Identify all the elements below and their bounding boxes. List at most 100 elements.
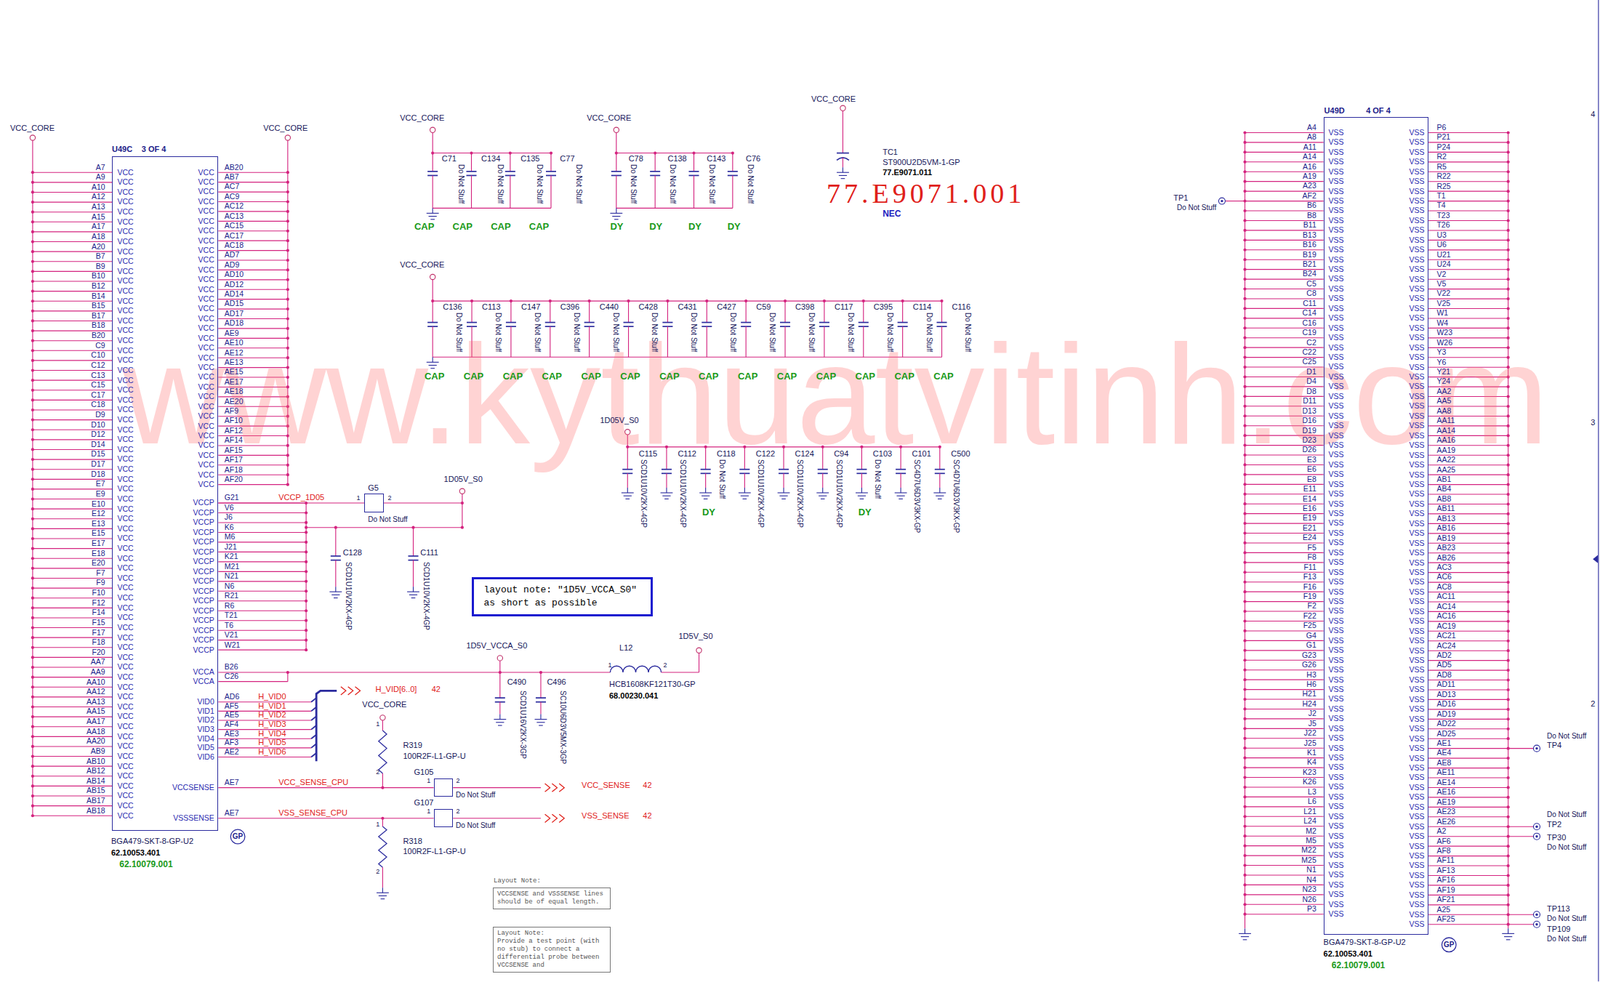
junction-dot <box>1243 502 1246 506</box>
pin-function: VCC <box>117 465 134 474</box>
pin-function: VSS <box>1409 441 1425 450</box>
pin-function: VSS <box>1409 656 1425 665</box>
pin-number: B13 <box>1302 231 1317 240</box>
pin-number: A8 <box>1307 133 1317 142</box>
pin-function: VCCP <box>193 528 215 537</box>
part-label: TP113 <box>1546 905 1571 914</box>
pin-function: VCC <box>117 168 134 177</box>
junction-dot <box>31 745 35 749</box>
pin-number: 1 <box>426 777 431 785</box>
pin-function: VSS <box>1328 636 1345 645</box>
junction-dot <box>1506 141 1510 144</box>
pin-function: VCC <box>198 480 215 489</box>
node-heading: U49C <box>111 145 133 154</box>
stuff-option: CAP <box>490 221 511 232</box>
wire <box>662 495 671 497</box>
wire <box>627 473 629 488</box>
pin-number: A9 <box>95 173 106 182</box>
pin-number: B6 <box>1307 201 1317 210</box>
pin-function: VSS <box>1409 793 1425 802</box>
pin-function: VSS <box>1328 519 1345 528</box>
pin-number: A16 <box>1302 162 1317 171</box>
junction-dot <box>1506 727 1510 731</box>
pin-function: VSS <box>1409 577 1425 586</box>
part-label: 2 <box>1590 700 1595 709</box>
junction-dot <box>1506 532 1510 536</box>
part-label: TP4 <box>1546 741 1562 750</box>
pin-function: VCCP <box>193 577 215 586</box>
part-label: C76 <box>745 154 761 163</box>
wire <box>823 300 825 323</box>
test-point <box>1533 911 1540 919</box>
junction-dot <box>692 151 695 155</box>
pin-number: 2 <box>375 868 380 876</box>
junction-dot <box>286 239 290 243</box>
pin-number: AE18 <box>224 387 244 396</box>
junction-dot <box>1243 209 1246 213</box>
net-label: H_VID5 <box>258 738 287 747</box>
wire <box>287 671 611 673</box>
wire <box>549 300 551 323</box>
pin-function: VSS <box>1328 900 1345 909</box>
pin-function: VSS <box>1328 676 1345 685</box>
part-value: SCD1U10V2KX-4GP <box>422 561 430 631</box>
junction-dot <box>1506 199 1510 203</box>
wire <box>1428 923 1508 925</box>
pin-function: VSS <box>1409 333 1425 342</box>
node-text: Layout Note: <box>497 929 607 938</box>
pin-function: VSS <box>1328 421 1345 430</box>
part-label: TP30 <box>1546 833 1566 842</box>
pin-function: VSS <box>1328 548 1345 557</box>
power-terminal <box>284 135 291 141</box>
pin-function: VSS <box>1328 617 1345 626</box>
pin-function: VSS <box>1328 265 1345 274</box>
pin-function: VSS <box>1328 685 1345 694</box>
pin-function: VSS <box>1328 851 1345 860</box>
pin-function: VSS <box>1328 558 1345 567</box>
wire <box>1238 933 1252 935</box>
wire <box>1244 928 1246 934</box>
pin-number: L6 <box>1307 797 1317 806</box>
part-value: Do Not Stuff <box>612 312 620 352</box>
pin-number: B12 <box>91 282 106 291</box>
pin-function: VSS <box>1409 597 1425 606</box>
pin-function: VSS <box>1328 509 1345 518</box>
junction-dot <box>286 268 290 272</box>
pin-number: 2 <box>375 769 380 776</box>
node-text: Do Not Stuff <box>455 822 496 830</box>
pin-function: VSS <box>1328 744 1345 753</box>
wire <box>612 215 621 217</box>
pin-function: VSS <box>1409 265 1425 274</box>
junction-dot <box>1506 150 1510 154</box>
pin-function: VSSSENSE <box>173 814 215 823</box>
junction-dot <box>286 181 290 184</box>
wire <box>782 487 784 493</box>
pin-function: VSS <box>1409 304 1425 313</box>
pin-number: AB15 <box>86 786 106 795</box>
pin-function: VSS <box>1409 636 1425 645</box>
pin-number: AF6 <box>1436 837 1451 846</box>
wire <box>818 495 827 497</box>
junction-dot <box>31 210 35 214</box>
pin-function: VSS <box>1328 597 1345 606</box>
pin-function: VCC <box>117 257 134 266</box>
pin-number: B8 <box>1307 211 1317 220</box>
wire <box>616 152 733 154</box>
pin-number: AA7 <box>90 657 106 666</box>
part-label: C122 <box>756 449 775 458</box>
junction-dot <box>286 316 290 320</box>
pin-function: VCC <box>117 218 134 227</box>
pin-function: VCC <box>117 267 134 276</box>
pin-number: AE8 <box>1436 758 1451 767</box>
pin-function: VSS <box>1409 617 1425 626</box>
pin-function: VCCA <box>193 668 215 677</box>
test-point-center <box>1535 835 1538 838</box>
pin-function: VSS <box>1409 431 1425 440</box>
schematic-drawing <box>29 0 1599 982</box>
pin-number: D26 <box>1302 445 1317 454</box>
pin-number: V21 <box>224 630 239 639</box>
part-label: C116 <box>952 303 971 312</box>
wire <box>693 153 695 172</box>
pin-function: VCC <box>117 722 134 731</box>
pin-number: E11 <box>1303 484 1317 493</box>
